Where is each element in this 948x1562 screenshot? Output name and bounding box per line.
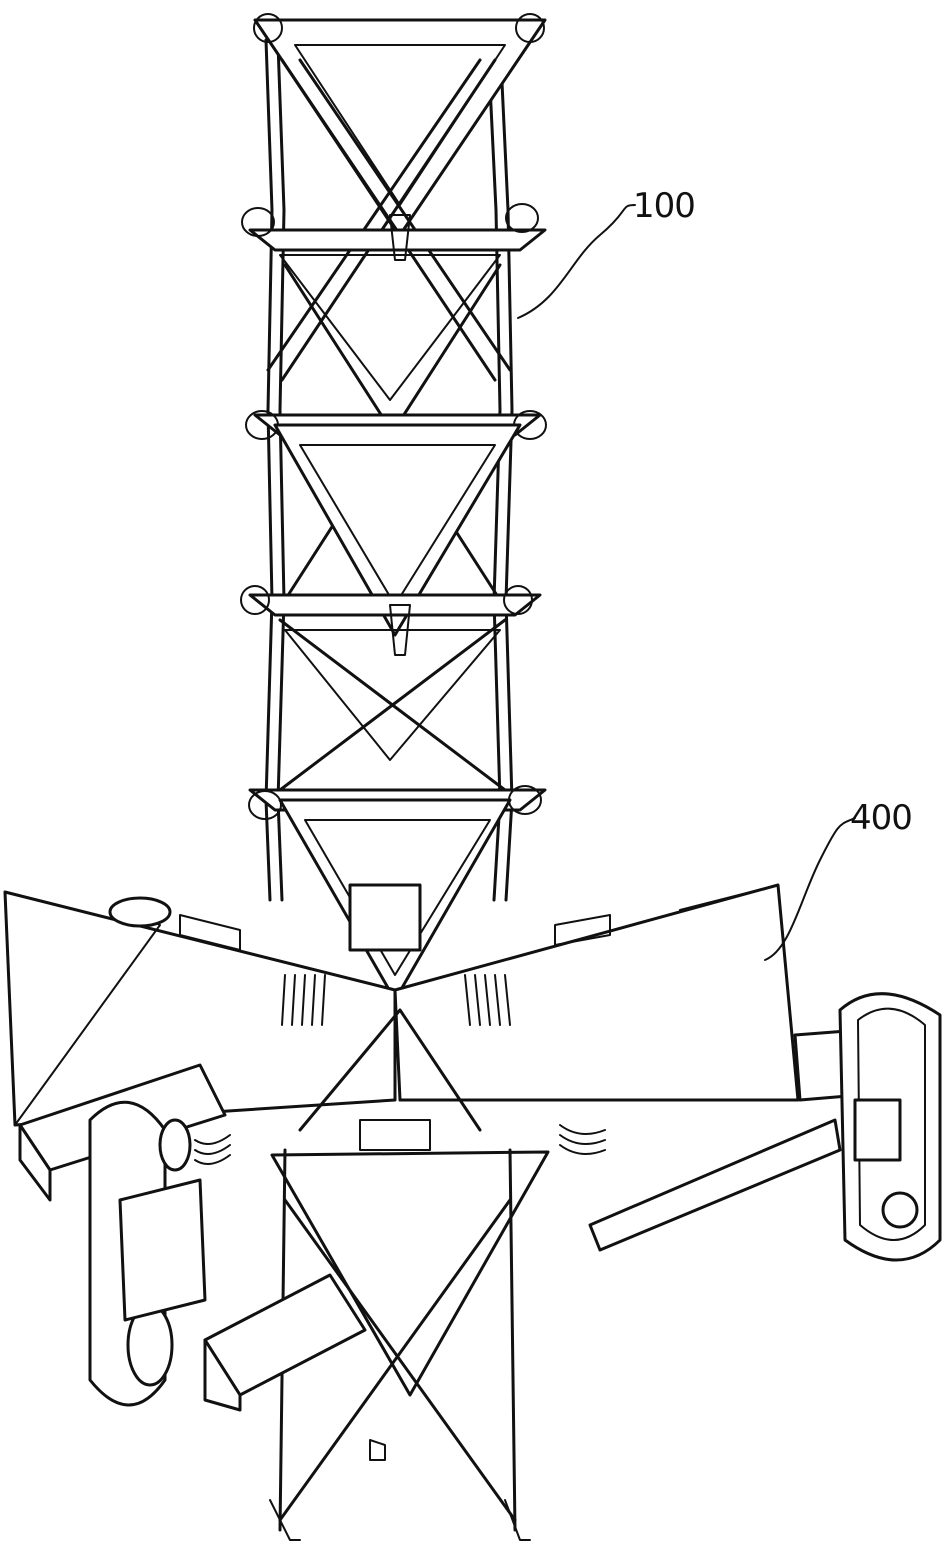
reference-numeral-400: 400 — [850, 798, 913, 838]
reference-numeral-100: 100 — [633, 186, 696, 226]
leader-line-400 — [764, 817, 856, 961]
base-assembly — [3, 883, 942, 1541]
leader-line-100 — [517, 204, 636, 319]
lattice-tower — [240, 13, 547, 1002]
